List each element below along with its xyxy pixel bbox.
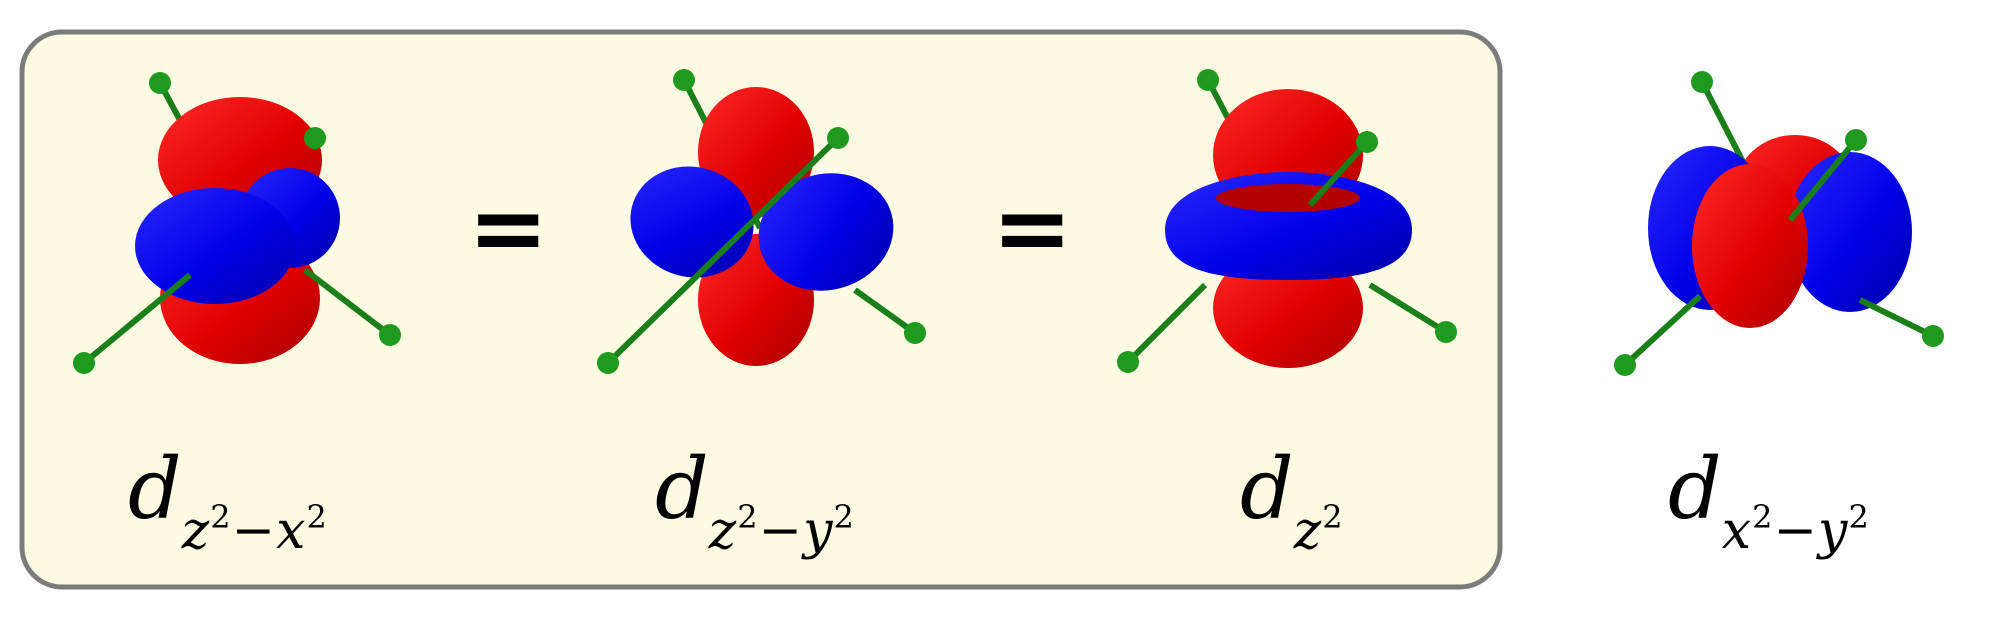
- atom: [149, 72, 171, 94]
- atom: [1356, 131, 1378, 153]
- atom: [304, 127, 326, 149]
- label-sub-a: x: [1721, 501, 1753, 561]
- torus-hole: [1216, 184, 1360, 212]
- label-op: −: [231, 501, 277, 561]
- label-sub-a: z: [1293, 501, 1323, 561]
- atom: [597, 352, 619, 374]
- atom: [904, 322, 926, 344]
- atom: [73, 352, 95, 374]
- label-sub-a: z: [181, 501, 211, 561]
- blue-lobe-right: [758, 173, 894, 291]
- label-op: −: [758, 501, 804, 561]
- label-dx2-y2: dx2−y2: [1668, 440, 1870, 561]
- atom: [1435, 321, 1457, 343]
- label-sup-a: 2: [1752, 498, 1774, 536]
- label-dz2-y2: dz2−y2: [655, 440, 855, 561]
- orbital-dz2-x2-figure: [73, 72, 401, 374]
- label-op: −: [1773, 501, 1819, 561]
- orbital-dz2-figure: [1117, 69, 1457, 373]
- label-sub-b: x: [276, 501, 307, 561]
- blue-lobe-front: [135, 188, 295, 304]
- label-sub-b: y: [803, 501, 834, 561]
- label-sup-b: 2: [833, 498, 855, 536]
- label-letter: d: [1240, 440, 1294, 538]
- label-sub-a: z: [708, 501, 738, 561]
- atom: [1197, 69, 1219, 91]
- atom: [1845, 129, 1867, 151]
- label-letter: d: [1668, 440, 1722, 538]
- label-letter: d: [128, 440, 182, 538]
- label-dz2: dz2: [1240, 440, 1344, 561]
- orbital-dz2-y2-figure: [597, 69, 926, 374]
- atom: [379, 324, 401, 346]
- equals-sign: =: [992, 172, 1073, 284]
- label-sup-a: 2: [1322, 498, 1344, 536]
- atom: [673, 69, 695, 91]
- red-lobe-front: [1692, 164, 1808, 328]
- orbital-dx2-y2-figure: [1614, 71, 1944, 376]
- label-sup-b: 2: [306, 498, 328, 536]
- equals-sign: =: [468, 172, 549, 284]
- label-letter: d: [655, 440, 709, 538]
- label-sup-a: 2: [210, 498, 232, 536]
- atom: [827, 127, 849, 149]
- atom: [1691, 71, 1713, 93]
- blue-lobe-right: [1788, 152, 1912, 312]
- atom: [1922, 325, 1944, 347]
- atom: [1117, 351, 1139, 373]
- atom: [1614, 354, 1636, 376]
- label-sup-b: 2: [1848, 498, 1870, 536]
- label-dz2-x2: dz2−x2: [128, 440, 328, 561]
- label-sup-a: 2: [737, 498, 759, 536]
- label-sub-b: y: [1818, 501, 1849, 561]
